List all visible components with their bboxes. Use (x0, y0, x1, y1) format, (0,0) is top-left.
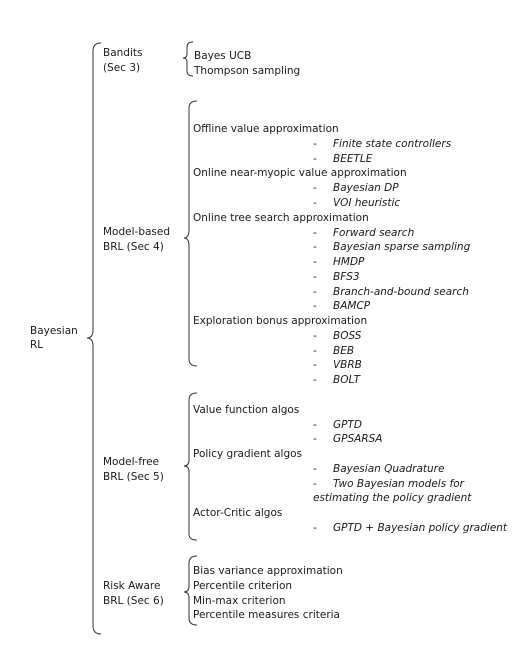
dash-marker: - (313, 241, 317, 253)
method-item: Finite state controllers (333, 138, 452, 150)
dash-marker: - (313, 256, 317, 268)
bandits-bracket (182, 41, 194, 77)
model-free-label-line2: BRL (Sec 5) (103, 471, 164, 483)
risk-aware-item: Percentile criterion (193, 580, 293, 592)
group-heading: Actor-Critic algos (193, 507, 283, 519)
dash-marker: - (313, 374, 317, 386)
method-item: Bayesian Quadrature (333, 463, 445, 475)
method-item: Two Bayesian models for (333, 478, 464, 490)
group-heading: Value function algos (193, 404, 300, 416)
method-item: GPTD (333, 419, 362, 431)
dash-marker: - (313, 138, 317, 150)
group-heading: Exploration bonus approximation (193, 315, 368, 327)
method-item: HMDP (333, 256, 365, 268)
dash-marker: - (313, 330, 317, 342)
risk-aware-bracket (183, 555, 198, 626)
root-bracket (86, 42, 102, 635)
method-item: GPSARSA (333, 433, 383, 445)
method-item: Branch-and-bound search (333, 286, 469, 298)
group-heading: Online tree search approximation (193, 212, 369, 224)
dash-marker: - (313, 153, 317, 165)
method-item: Forward search (333, 227, 415, 239)
group-heading: Online near-myopic value approximation (193, 167, 407, 179)
method-item: Bayesian DP (333, 182, 399, 194)
risk-aware-item: Bias variance approximation (193, 565, 343, 577)
method-item: BFS3 (333, 271, 360, 283)
root-label-line2: RL (30, 339, 44, 351)
model-based-label-line2: BRL (Sec 4) (103, 241, 164, 253)
dash-marker: - (313, 271, 317, 283)
model-based-bracket (183, 100, 198, 367)
dash-marker: - (313, 227, 317, 239)
method-item: BAMCP (333, 300, 371, 312)
method-item: VOI heuristic (333, 197, 401, 209)
method-item: BEB (333, 345, 355, 357)
dash-marker: - (313, 345, 317, 357)
method-item: BEETLE (333, 153, 373, 165)
group-heading: Policy gradient algos (193, 448, 303, 460)
method-item: Bayesian sparse sampling (333, 241, 471, 253)
dash-marker: - (313, 286, 317, 298)
dash-marker: - (313, 433, 317, 445)
root-label-line1: Bayesian (30, 325, 78, 337)
dash-marker: - (313, 197, 317, 209)
model-free-bracket (183, 392, 198, 541)
risk-aware-item: Min-max criterion (193, 595, 286, 607)
method-item: GPTD + Bayesian policy gradient (333, 522, 508, 534)
bandits-item: Thompson sampling (194, 65, 301, 77)
dash-marker: - (313, 522, 317, 534)
risk-aware-label-line2: BRL (Sec 6) (103, 595, 164, 607)
method-item: VBRB (333, 359, 362, 371)
method-item: estimating the policy gradient (313, 492, 472, 504)
group-heading: Offline value approximation (193, 123, 339, 135)
risk-aware-item: Percentile measures criteria (193, 609, 340, 621)
dash-marker: - (313, 359, 317, 371)
dash-marker: - (313, 419, 317, 431)
model-based-label-line1: Model-based (103, 226, 171, 238)
dash-marker: - (313, 182, 317, 194)
dash-marker: - (313, 478, 317, 490)
dash-marker: - (313, 463, 317, 475)
method-item: BOLT (333, 374, 361, 386)
dash-marker: - (313, 300, 317, 312)
risk-aware-label-line1: Risk Aware (103, 580, 161, 592)
model-free-label-line1: Model-free (103, 456, 160, 468)
method-item: BOSS (333, 330, 362, 342)
bandits-item: Bayes UCB (194, 50, 252, 62)
bandits-label-line1: Bandits (103, 47, 143, 59)
bandits-label-line2: (Sec 3) (103, 62, 141, 74)
